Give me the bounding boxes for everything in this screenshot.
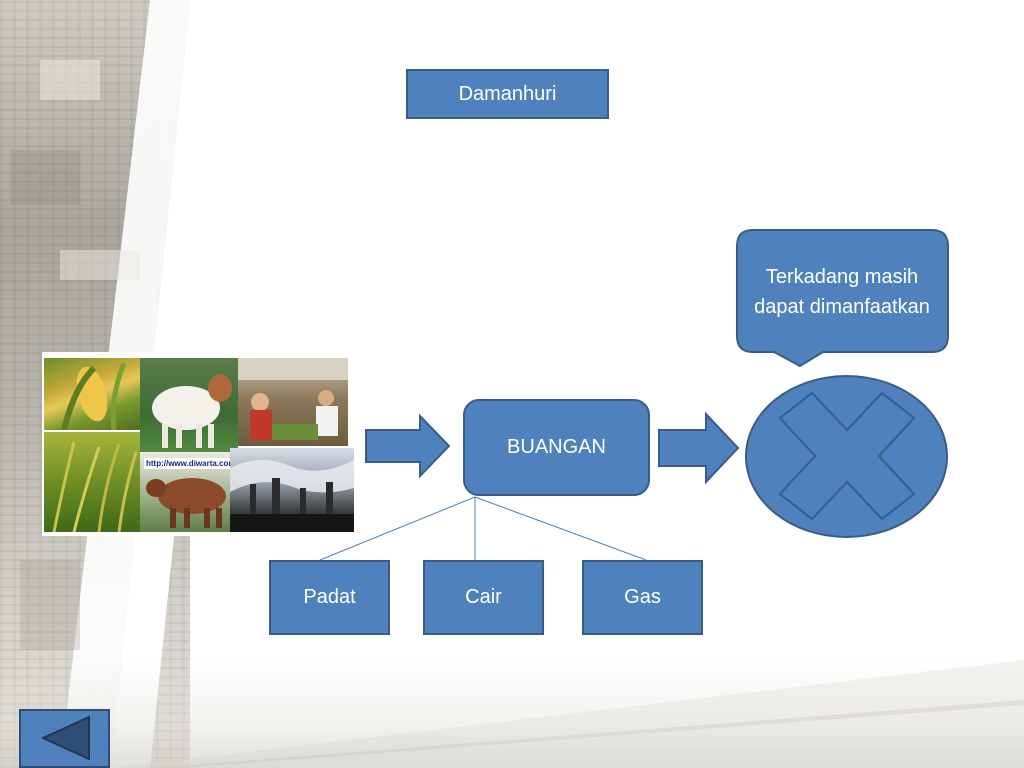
padat-node: Padat [269,560,390,635]
gas-node: Gas [582,560,703,635]
cair-label: Cair [465,586,502,608]
back-button[interactable] [19,709,110,768]
photo-collage: http://www.diwarta.com/ [42,352,356,536]
factory-photo [230,448,354,532]
callout-text-container: Terkadang masih dapat dimanfaatkan [741,240,943,344]
title-box: Damanhuri [406,69,609,119]
corn-photo [44,358,140,430]
buangan-node: BUANGAN [463,399,650,496]
back-triangle-icon [40,715,90,761]
padat-label: Padat [303,586,356,608]
callout-text: Terkadang masih dapat dimanfaatkan [754,266,930,318]
url-caption: http://www.diwarta.com/ [144,458,240,469]
cair-node: Cair [423,560,544,635]
obscured-ellipse-label: B... / ... [816,445,877,467]
obscured-ellipse-node: B... / ... [745,375,948,538]
gas-label: Gas [624,586,661,608]
market-photo [238,358,348,446]
goat-photo [140,358,238,452]
bottom-texture-band [0,658,1024,768]
rice-photo [44,432,140,532]
buangan-label: BUANGAN [507,436,606,458]
title-text: Damanhuri [458,82,557,105]
